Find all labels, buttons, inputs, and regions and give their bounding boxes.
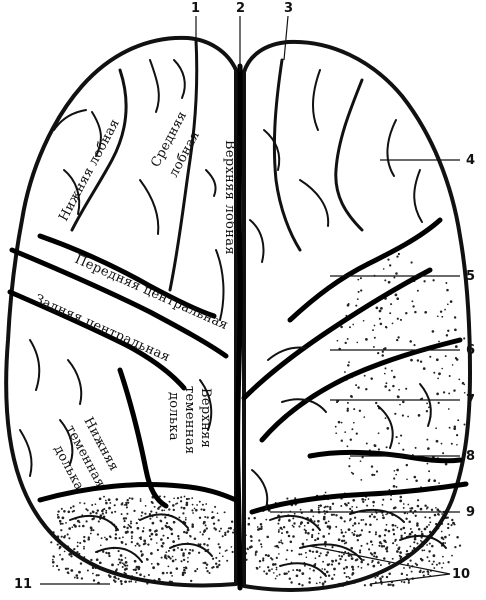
marker-7: 7 [466,393,475,408]
leader-lines [40,15,460,585]
marker-4: 4 [466,153,475,168]
marker-9: 9 [466,505,475,520]
left-parieto-occipital-border [37,482,239,503]
label-superior-parietal-line1: Верхняя [198,388,213,448]
marker-5: 5 [466,269,475,284]
label-inferior-frontal: Нижняя лобная [56,117,123,224]
right-inferior-frontal-sulcus [334,78,364,232]
marker-3: 3 [284,1,293,16]
leader-10a [309,545,451,575]
right-precentral-sulcus [287,217,443,323]
leader-3 [283,15,289,61]
marker-6: 6 [466,343,475,358]
marker-11: 11 [14,577,32,592]
left-intraparietal-sulcus [117,367,169,509]
longitudinal-fissure [235,63,243,591]
label-superior-frontal: Верхняя лобная [222,140,237,255]
left-precentral-sulcus [37,233,217,319]
leader-10b [369,573,451,585]
marker-8: 8 [466,449,475,464]
label-superior-parietal-line2: теменная [182,386,197,454]
right-superior-frontal-sulcus [272,58,302,252]
marker-10: 10 [452,567,470,582]
right-parieto-occipital-border [249,481,469,515]
left-superior-frontal-sulcus [168,38,199,292]
right-postcentral-sulcus [259,337,463,443]
marker-2: 2 [236,1,245,16]
left-hemisphere-outline [4,35,238,588]
left-central-sulcus [9,247,229,359]
label-superior-parietal-line3: долька [166,392,181,441]
right-hemisphere-outline [242,39,472,592]
left-postcentral-sulcus [7,289,187,391]
label-postcentral: Задняя центральная [32,292,172,365]
marker-1: 1 [191,1,200,16]
left-occipital-stipple [50,495,237,586]
left-inferior-frontal-sulcus [70,68,128,232]
right-central-sulcus [241,267,433,401]
